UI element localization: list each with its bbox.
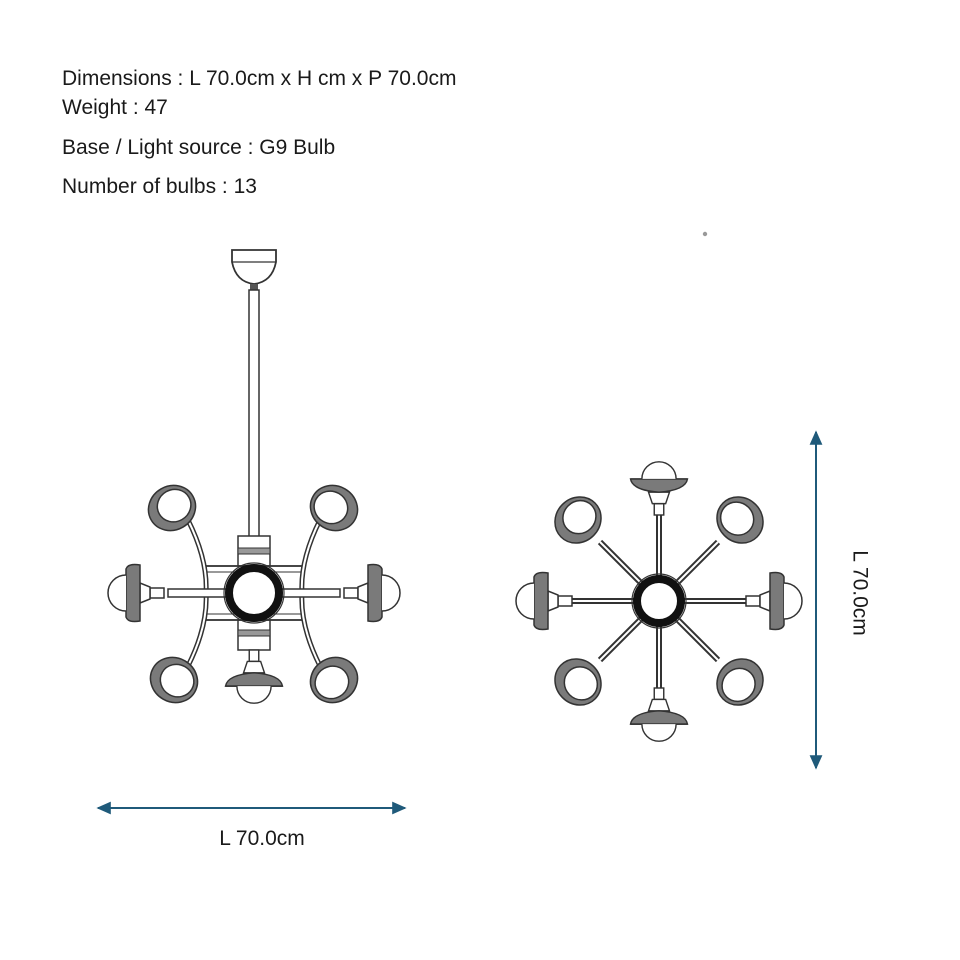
top-view-drawing (515, 461, 803, 742)
spec-weight: Weight : 47 (62, 96, 168, 119)
top-lamp-right (745, 571, 803, 631)
spec-dimensions: Dimensions : L 70.0cm x H cm x P 70.0cm (62, 67, 457, 90)
ceiling-canopy (231, 249, 277, 285)
top-lamp-up (629, 461, 689, 516)
spec-light-source: Base / Light source : G9 Bulb (62, 136, 336, 159)
suspension-rod (248, 289, 260, 539)
front-lamp-top-right (301, 476, 367, 540)
width-dimension-label: L 70.0cm (219, 827, 305, 850)
front-lamp-right (343, 563, 401, 623)
top-view-hub (633, 575, 685, 627)
top-lamp-down (629, 687, 689, 742)
front-lamp-bottom-right (301, 648, 367, 712)
front-lamp-left (107, 563, 165, 623)
top-lamp-left (515, 571, 573, 631)
depth-dimension-label: L 70.0cm (848, 550, 872, 636)
front-lamp-bottom (224, 649, 284, 704)
spec-number-of-bulbs: Number of bulbs : 13 (62, 175, 257, 198)
front-view-drawing (107, 249, 401, 712)
stray-dot (702, 231, 708, 237)
central-hub (225, 564, 283, 622)
front-lamp-bottom-left (141, 648, 207, 712)
